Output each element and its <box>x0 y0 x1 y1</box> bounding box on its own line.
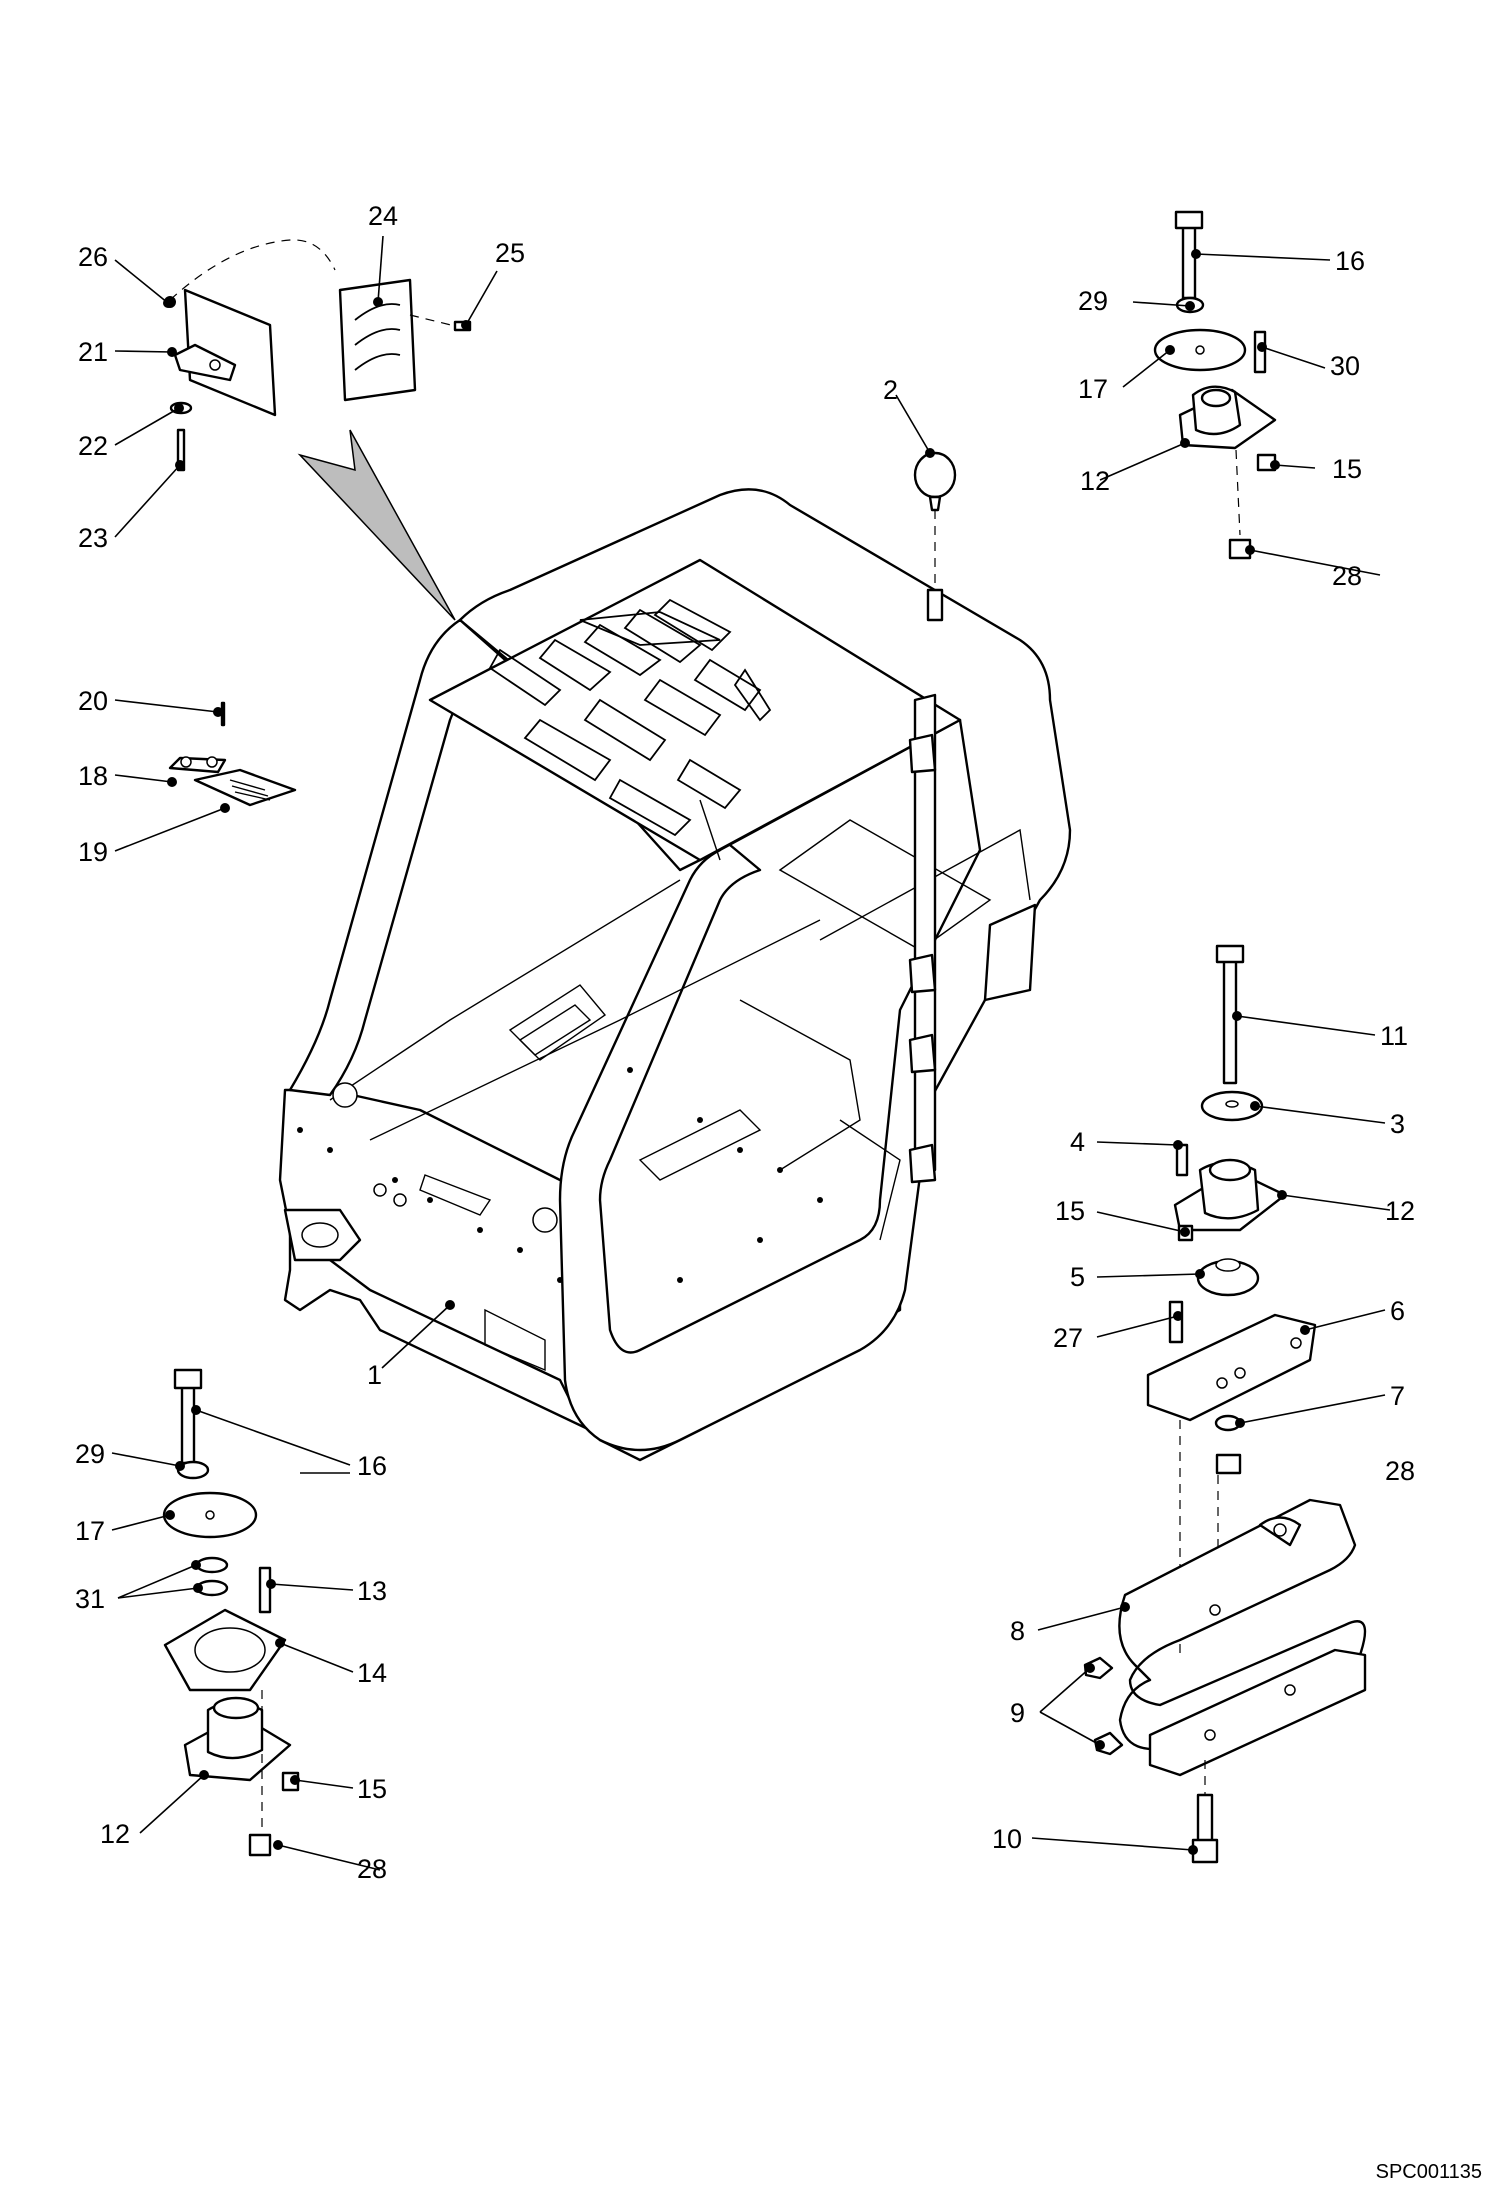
callout-24: 24 <box>368 201 398 231</box>
callout-21: 21 <box>78 337 108 367</box>
cab-frame <box>278 488 1072 1462</box>
callout-17-top: 17 <box>1078 374 1108 404</box>
callout-3: 3 <box>1390 1109 1405 1139</box>
leader-lines <box>111 235 1391 1871</box>
callout-14: 14 <box>357 1658 387 1688</box>
callout-18: 18 <box>78 761 108 791</box>
callout-15-bottom: 15 <box>357 1774 387 1804</box>
mount-top-right <box>1153 210 1277 560</box>
callout-30: 30 <box>1330 351 1360 381</box>
callout-31: 31 <box>75 1584 105 1614</box>
callout-27: 27 <box>1053 1323 1083 1353</box>
callout-22: 22 <box>78 431 108 461</box>
callout-1: 1 <box>367 1360 382 1390</box>
callout-7: 7 <box>1390 1381 1405 1411</box>
callout-20: 20 <box>78 686 108 716</box>
callout-19: 19 <box>78 837 108 867</box>
callout-4: 4 <box>1070 1127 1085 1157</box>
detail-arrow <box>297 429 456 621</box>
mount-bottom-left <box>162 1368 300 1857</box>
plate-assembly <box>164 239 472 472</box>
callout-29-top: 29 <box>1078 286 1108 316</box>
callout-17-bottom: 17 <box>75 1516 105 1546</box>
callout-6: 6 <box>1390 1296 1405 1326</box>
callout-12-bottom: 12 <box>100 1819 130 1849</box>
callout-labels: 1 2 3 4 5 6 7 8 9 10 11 12 12 12 13 14 1… <box>75 201 1415 1884</box>
callout-13: 13 <box>357 1576 387 1606</box>
callout-9: 9 <box>1010 1698 1025 1728</box>
callout-11: 11 <box>1380 1021 1408 1051</box>
callout-16-bottom: 16 <box>357 1451 387 1481</box>
callout-25: 25 <box>495 238 525 268</box>
callout-28-top: 28 <box>1332 561 1362 591</box>
beacon-assembly <box>913 451 957 622</box>
callout-8: 8 <box>1010 1616 1025 1646</box>
callout-15-top: 15 <box>1332 454 1362 484</box>
drawing-code-label: SPC001135 <box>1375 2161 1482 2183</box>
callout-10: 10 <box>992 1824 1022 1854</box>
callout-15-right: 15 <box>1055 1196 1085 1226</box>
callout-2: 2 <box>883 375 898 405</box>
callout-29-bottom: 29 <box>75 1439 105 1469</box>
label-assembly <box>168 701 297 807</box>
callout-28-right: 28 <box>1385 1456 1415 1486</box>
bracket-assembly <box>1083 1498 1367 1864</box>
callout-16-top: 16 <box>1335 246 1365 276</box>
callout-12-top: 12 <box>1080 466 1110 496</box>
callout-5: 5 <box>1070 1262 1085 1292</box>
callout-23: 23 <box>78 523 108 553</box>
callout-26: 26 <box>78 242 108 272</box>
callout-12-right: 12 <box>1385 1196 1415 1226</box>
callout-28-bottom: 28 <box>357 1854 387 1884</box>
